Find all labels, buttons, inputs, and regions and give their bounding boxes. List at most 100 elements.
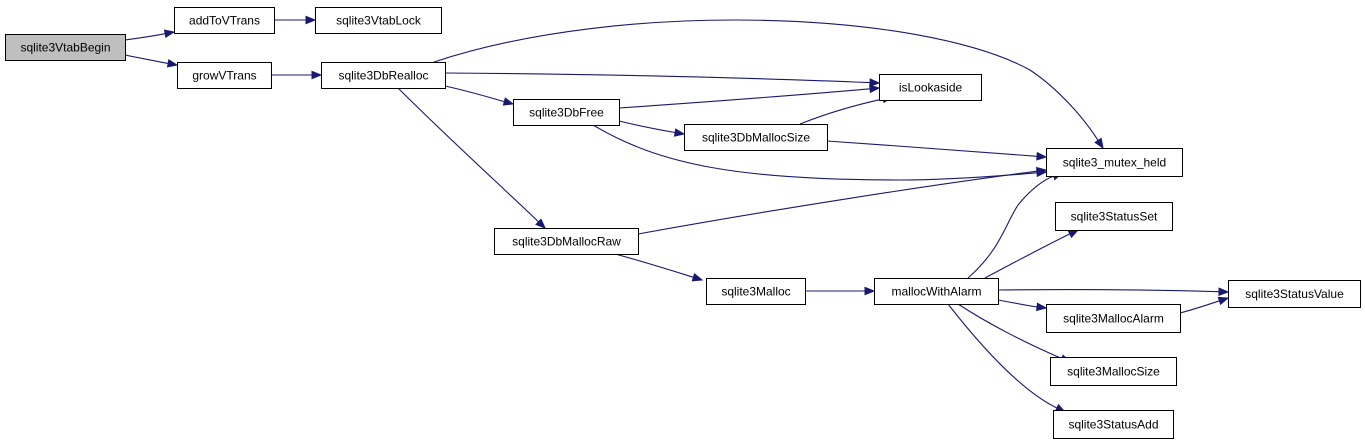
edge-dbrealloc-to-mutexheld xyxy=(433,19,1104,150)
node-label: sqlite3MallocSize xyxy=(1067,365,1160,379)
edge-line xyxy=(984,233,1071,279)
edge-dbmallocsize-to-islookaside xyxy=(799,94,894,125)
edge-arrowhead xyxy=(1217,296,1230,306)
edge-arrowhead xyxy=(502,97,515,106)
edge-dbmallocraw-to-malloc xyxy=(614,253,704,282)
node-box xyxy=(513,99,620,126)
edge-dbrealloc-to-dbfree xyxy=(444,85,515,106)
edge-dbmallocraw-to-mutexheld xyxy=(637,166,1048,235)
edge-arrowhead xyxy=(1067,229,1080,239)
node-label: sqlite3Malloc xyxy=(721,285,790,299)
edge-arrowhead xyxy=(166,58,179,68)
node-box xyxy=(1055,202,1173,231)
edge-mallocalarm-to-statusvalue xyxy=(1179,296,1230,314)
edge-arrowhead xyxy=(691,273,704,282)
node-vtabbegin[interactable]: sqlite3VtabBegin xyxy=(5,34,126,61)
edge-dbfree-to-dbmallocsize xyxy=(618,120,686,137)
edge-mallocwithalarm-to-mallocalarm xyxy=(997,299,1048,312)
node-box xyxy=(174,7,275,34)
edge-arrowhead xyxy=(869,84,881,94)
node-dbrealloc[interactable]: sqlite3DbRealloc xyxy=(321,62,446,89)
edge-line xyxy=(997,299,1038,308)
node-growvtrans[interactable]: growVTrans xyxy=(177,62,272,89)
node-malloc[interactable]: sqlite3Malloc xyxy=(706,278,806,305)
edge-growvtrans-to-dbrealloc xyxy=(271,70,323,80)
edge-line xyxy=(997,289,1220,293)
edge-arrowhead xyxy=(1094,137,1104,150)
edge-line xyxy=(799,98,884,125)
edge-line xyxy=(637,170,1038,235)
node-statusvalue[interactable]: sqlite3StatusValue xyxy=(1228,280,1361,308)
edge-line xyxy=(1179,300,1220,314)
node-label: isLookaside xyxy=(899,81,963,95)
node-mutexheld[interactable]: sqlite3_mutex_held xyxy=(1046,148,1183,177)
node-statusset[interactable]: sqlite3StatusSet xyxy=(1055,202,1173,231)
edge-arrowhead xyxy=(864,286,876,296)
node-label: growVTrans xyxy=(192,69,256,83)
edge-line xyxy=(947,303,1058,409)
edge-line xyxy=(433,19,1099,141)
node-mallocwithalarm[interactable]: mallocWithAlarm xyxy=(874,278,999,305)
node-label: sqlite3StatusValue xyxy=(1245,287,1344,301)
node-box xyxy=(684,124,828,151)
edge-line xyxy=(124,54,169,64)
node-box xyxy=(315,7,442,34)
edge-line xyxy=(618,120,676,134)
node-mallocalarm[interactable]: sqlite3MallocAlarm xyxy=(1046,304,1181,333)
edge-dbfree-to-islookaside xyxy=(618,84,881,109)
node-box xyxy=(1228,280,1361,308)
node-box xyxy=(1046,148,1183,177)
node-label: sqlite3StatusSet xyxy=(1071,210,1158,224)
edge-line xyxy=(826,140,1038,157)
edge-dbrealloc-to-dbmallocraw xyxy=(397,87,546,229)
edge-vtabbegin-to-addtovtrans xyxy=(124,29,176,41)
edge-mallocwithalarm-to-statusset xyxy=(984,229,1080,279)
node-addtovtrans[interactable]: addToVTrans xyxy=(174,7,275,34)
node-box xyxy=(5,34,126,61)
node-box xyxy=(874,278,999,305)
node-box xyxy=(1046,304,1181,333)
node-dbfree[interactable]: sqlite3DbFree xyxy=(513,99,620,126)
call-graph-nodes: sqlite3VtabBegin addToVTrans sqlite3VtabLo… xyxy=(5,7,1361,439)
node-label: sqlite3_mutex_held xyxy=(1063,156,1166,170)
node-label: sqlite3DbRealloc xyxy=(338,69,428,83)
edge-arrowhead xyxy=(1036,302,1048,312)
edge-malloc-to-mallocwithalarm xyxy=(805,286,876,296)
edge-line xyxy=(614,253,694,278)
node-label: sqlite3DbMallocSize xyxy=(702,131,810,145)
node-statusadd[interactable]: sqlite3StatusAdd xyxy=(1053,410,1174,439)
edge-line xyxy=(967,175,1054,279)
node-islookaside[interactable]: isLookaside xyxy=(879,74,982,101)
node-box xyxy=(321,62,446,89)
edge-arrowhead xyxy=(535,218,546,229)
edge-mallocwithalarm-to-statusvalue xyxy=(997,287,1230,297)
node-label: sqlite3VtabBegin xyxy=(20,41,110,55)
node-mallocsize[interactable]: sqlite3MallocSize xyxy=(1050,357,1177,386)
edge-arrowhead xyxy=(163,29,176,39)
node-dbmallocsize[interactable]: sqlite3DbMallocSize xyxy=(684,124,828,151)
edge-line xyxy=(397,87,539,223)
edge-line xyxy=(957,303,1062,360)
node-label: sqlite3StatusAdd xyxy=(1068,418,1158,432)
edge-arrowhead xyxy=(1036,151,1048,161)
node-box xyxy=(177,62,272,89)
node-vtablock[interactable]: sqlite3VtabLock xyxy=(315,7,442,34)
edge-line xyxy=(592,124,1038,181)
node-label: sqlite3DbMallocRaw xyxy=(512,235,621,249)
edge-line xyxy=(444,85,505,103)
edge-arrowhead xyxy=(311,70,323,80)
edge-dbmallocsize-to-mutexheld xyxy=(826,140,1048,161)
node-label: sqlite3DbFree xyxy=(529,106,604,120)
edge-arrowhead xyxy=(305,15,317,25)
node-dbmallocraw[interactable]: sqlite3DbMallocRaw xyxy=(494,228,639,255)
node-label: mallocWithAlarm xyxy=(891,285,981,299)
edge-addtovtrans-to-vtablock xyxy=(274,15,317,25)
node-label: sqlite3MallocAlarm xyxy=(1063,312,1164,326)
edge-vtabbegin-to-growvtrans xyxy=(124,54,179,68)
node-box xyxy=(1053,410,1174,439)
edge-arrowhead xyxy=(1036,166,1048,176)
node-box xyxy=(1050,357,1177,386)
edge-arrowhead xyxy=(869,78,881,87)
edge-line xyxy=(444,72,871,84)
